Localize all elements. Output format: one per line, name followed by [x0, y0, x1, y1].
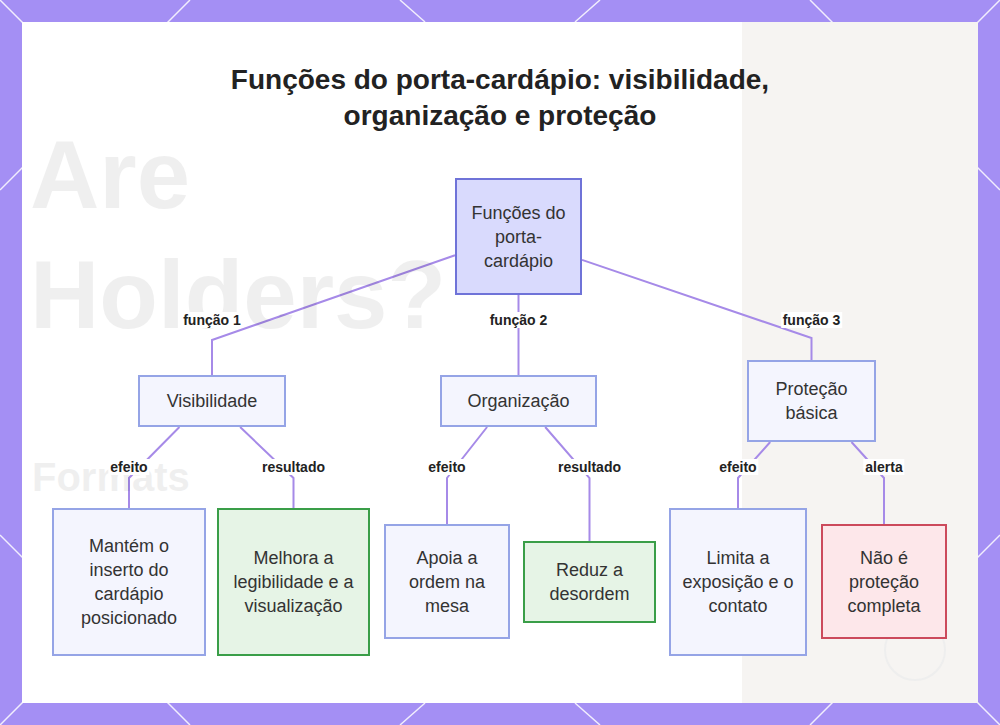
result-box: Reduz a desordem	[523, 541, 656, 623]
node-text: Visibilidade	[167, 389, 258, 413]
node-text: Organização	[467, 389, 569, 413]
node-text-group: Proteção básica	[757, 377, 866, 425]
connector-line	[582, 260, 812, 360]
edge-label: alerta	[863, 459, 904, 475]
connector-line	[545, 427, 589, 541]
result-box: Melhora a legibilidade e a visualização	[217, 508, 370, 656]
watermark-text: Holders?	[30, 240, 446, 350]
edge-label: efeito	[717, 459, 758, 475]
node-text-group: Organização	[467, 389, 569, 413]
node-text-group: Mantém o inserto do cardápio posicionado	[62, 534, 196, 630]
connector-line	[518, 295, 520, 375]
connector-line	[447, 427, 487, 524]
process-box: Proteção básica	[747, 360, 876, 442]
node-text: Mantém o inserto do cardápio posicionado	[62, 534, 196, 630]
node-text: Limita a exposição e o contato	[679, 546, 797, 618]
node-text: Melhora a legibilidade e a visualização	[227, 546, 360, 618]
node-text-group: Não é proteção completa	[831, 546, 937, 618]
node-text-group: Reduz a desordem	[533, 558, 646, 606]
node-text-group: Melhora a legibilidade e a visualização	[227, 546, 360, 618]
connector-line	[851, 442, 884, 524]
edge-label: resultado	[556, 459, 623, 475]
node-text: Funções do porta-cardápio	[465, 201, 572, 273]
node-text-group: Funções do porta-cardápio	[465, 201, 572, 273]
process-box: Limita a exposição e o contato	[669, 508, 807, 656]
node-text-group: Limita a exposição e o contato	[679, 546, 797, 618]
node-text: Reduz a desordem	[533, 558, 646, 606]
process-box: Mantém o inserto do cardápio posicionado	[52, 508, 206, 656]
node-text-group: Apoia a ordem na mesa	[394, 546, 500, 618]
alert-box: Não é proteção completa	[821, 524, 947, 639]
process-box: Apoia a ordem na mesa	[384, 524, 510, 639]
node-text: Apoia a ordem na mesa	[394, 546, 500, 618]
edge-label: efeito	[108, 459, 149, 475]
node-text-group: Visibilidade	[167, 389, 258, 413]
edge-label: função 1	[181, 312, 243, 328]
process-box: Visibilidade	[138, 375, 286, 427]
watermark-text: Are	[30, 120, 190, 230]
node-text: Não é proteção completa	[831, 546, 937, 618]
node-text: Proteção básica	[757, 377, 866, 425]
root-box: Funções do porta-cardápio	[455, 178, 582, 295]
edge-label: efeito	[426, 459, 467, 475]
edge-label: função 3	[781, 312, 843, 328]
edge-label: função 2	[488, 312, 550, 328]
process-box: Organização	[440, 375, 597, 427]
connector-line	[738, 442, 770, 508]
edge-label: resultado	[260, 459, 327, 475]
diagram-title: Funções do porta-cardápio: visibilidade,…	[227, 62, 773, 134]
